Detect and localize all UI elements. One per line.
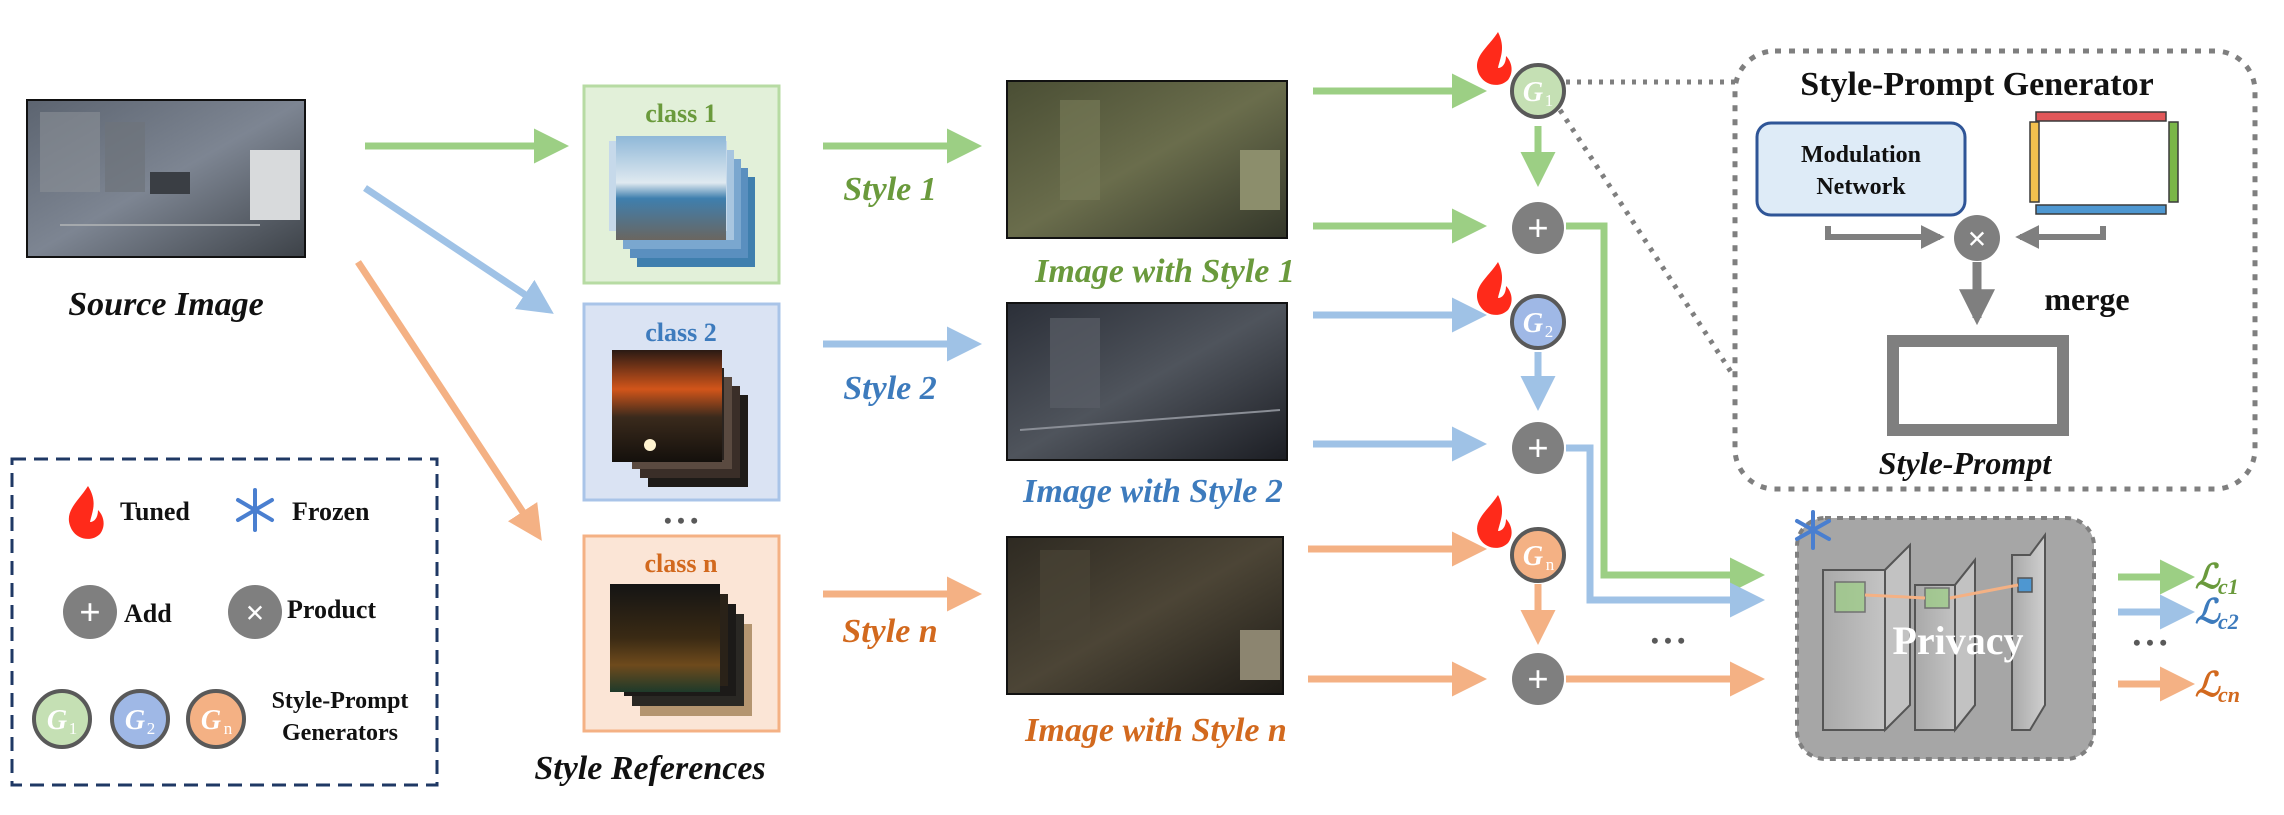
class2-label: class 2 (645, 318, 717, 347)
loss-c2-letter: ℒ (2195, 594, 2221, 631)
arrow-add2-to-privacy (1566, 444, 1765, 618)
spg-panel-title: Style-Prompt Generator (1800, 66, 2153, 103)
legend-generator-g2 (110, 689, 170, 749)
middle-ellipsis: • • • (1651, 628, 1685, 653)
generator-g2 (1510, 294, 1566, 350)
legend-product-icon (228, 585, 282, 639)
merge-label: merge (2044, 281, 2129, 317)
gn-subscript: n (1546, 555, 1555, 574)
style-prompt-label: Style-Prompt (1879, 445, 2053, 481)
legend-product-label: Product (287, 595, 376, 624)
legend-tuned-label: Tuned (120, 497, 190, 526)
arrow-add1-to-privacy (1566, 222, 1765, 593)
legend-product-symbol: × (245, 595, 264, 632)
reference-class2 (582, 302, 781, 502)
arrow-modulation-to-product (1825, 225, 1945, 249)
source-image (26, 99, 306, 258)
generator-g1 (1510, 63, 1566, 119)
reference-class1 (582, 84, 781, 285)
styled-image-1-caption: Image with Style 1 (1034, 253, 1295, 290)
privacy-label: Privacy (1892, 618, 2023, 663)
g1-subscript: 1 (1545, 91, 1554, 110)
dotted-link-bottom (1557, 108, 1736, 377)
legend-gn-subscript: n (224, 719, 233, 738)
style-references-caption: Style References (534, 750, 765, 787)
add-node-2-symbol: + (1527, 428, 1549, 470)
styled-image-2-caption: Image with Style 2 (1022, 473, 1283, 510)
add-node-2 (1512, 422, 1564, 474)
generator-gn (1510, 527, 1566, 583)
g1-letter: G (1523, 77, 1543, 108)
legend-generators-label-line1: Style-Prompt (272, 688, 409, 714)
classn-label: class n (645, 549, 719, 578)
stylen-label: Style n (842, 613, 937, 650)
legend-gn-letter: G (201, 705, 221, 736)
legend-g1-subscript: 1 (69, 719, 78, 738)
arrow-source-to-class2 (363, 185, 554, 314)
modulation-network-label-line2: Network (1816, 174, 1906, 200)
styled-image-n-caption: Image with Style n (1024, 712, 1287, 749)
class1-label: class 1 (645, 99, 717, 128)
add-node-n (1512, 653, 1564, 705)
style2-label: Style 2 (843, 370, 936, 407)
legend-frozen-label: Frozen (292, 497, 370, 526)
fire-icon (1477, 495, 1512, 548)
snowflake-icon (236, 488, 274, 532)
legend-add-icon (63, 585, 117, 639)
style-prompt-box (1887, 335, 2069, 436)
fire-icon (68, 486, 104, 539)
loss-ellipsis: • • • (2133, 630, 2167, 655)
product-node (1954, 215, 2000, 261)
loss-cn-letter: ℒ (2195, 667, 2221, 704)
legend-g2-subscript: 2 (147, 719, 156, 738)
add-node-1 (1512, 202, 1564, 254)
fire-icon (1477, 262, 1512, 315)
styled-image-2 (1006, 302, 1288, 461)
modulation-network-box (1755, 121, 1967, 217)
prompt-frame-icon (2029, 111, 2179, 215)
legend-add-label: Add (124, 599, 172, 628)
references-ellipsis: • • • (664, 508, 698, 533)
loss-c1-letter: ℒ (2195, 559, 2221, 596)
g2-letter: G (1523, 308, 1543, 339)
loss-c2-subscript: c2 (2218, 609, 2239, 634)
arrow-source-to-classn (355, 260, 542, 541)
legend-g2-letter: G (125, 705, 145, 736)
styled-image-1 (1006, 80, 1288, 239)
privacy-network-blocks (1822, 532, 2046, 733)
add-node-n-symbol: + (1527, 659, 1549, 701)
loss-c1-subscript: c1 (2218, 574, 2239, 599)
modulation-network-label-line1: Modulation (1801, 142, 1921, 168)
product-node-symbol: × (1967, 221, 1986, 258)
g2-subscript: 2 (1545, 322, 1554, 341)
fire-icon (1477, 32, 1512, 85)
legend-add-symbol: + (79, 592, 101, 634)
snowflake-icon (1795, 510, 1831, 550)
legend-generators-label-line2: Generators (282, 720, 398, 746)
source-image-caption: Source Image (68, 286, 264, 323)
add-node-1-symbol: + (1527, 208, 1549, 250)
arrow-prompt-to-product (2015, 225, 2106, 249)
reference-classn (582, 534, 781, 733)
legend-g1-letter: G (47, 705, 67, 736)
style1-label: Style 1 (843, 171, 936, 208)
loss-cn-subscript: cn (2218, 682, 2240, 707)
legend-generator-g1 (32, 689, 92, 749)
legend-generator-gn (186, 689, 246, 749)
styled-image-n (1006, 536, 1284, 695)
gn-letter: G (1523, 541, 1543, 572)
